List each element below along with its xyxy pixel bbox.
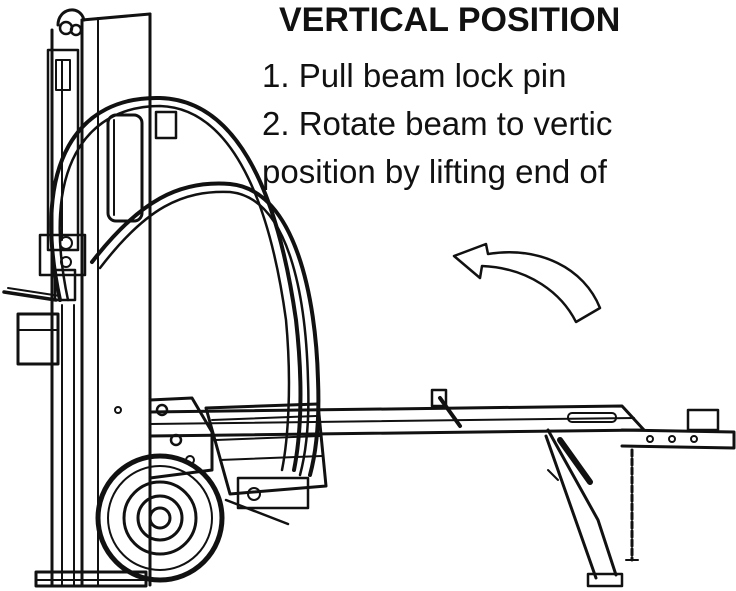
wheel [95, 453, 225, 583]
hydraulic-filter [106, 110, 178, 223]
curved-arrow-icon [452, 242, 602, 324]
horizontal-beam [148, 388, 646, 438]
axle-bracket [148, 396, 214, 480]
valve-handle [2, 287, 61, 366]
top-pulley [56, 8, 86, 37]
hydraulic-hoses [49, 95, 321, 477]
engine [204, 402, 328, 526]
support-stand [544, 428, 624, 588]
tow-hitch [620, 408, 736, 562]
base-plate [34, 570, 148, 588]
